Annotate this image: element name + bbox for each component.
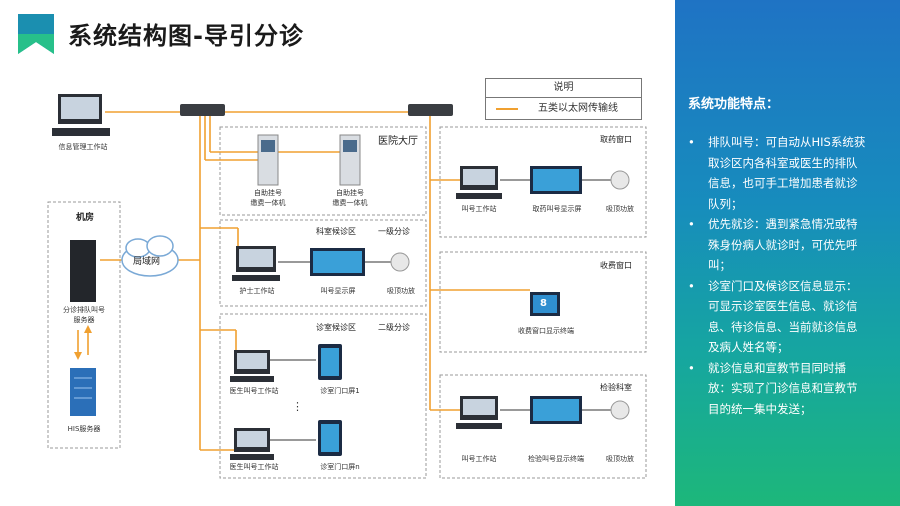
legend-line-swatch: [496, 108, 518, 110]
call-screen-icon: [310, 248, 365, 276]
machine-room-title: 机房: [76, 213, 95, 223]
lab-title: 检验科室: [600, 383, 632, 392]
feature-item-3: •诊室门口及候诊区信息显示：可显示诊室医生信息、就诊信息、待诊信息、当前就诊信息…: [688, 278, 858, 355]
dept-waiting-title: 科室候诊区: [316, 227, 356, 236]
lab-terminal-label: 检验叫号显示终端: [528, 455, 584, 463]
his-server-icon: [70, 368, 96, 416]
info-workstation-icon: [52, 94, 110, 136]
legend: 说明 五类以太网传输线: [485, 78, 642, 120]
doctor-workstation-icon-1: [230, 350, 274, 382]
info-workstation-label: 信息管理工作站: [58, 143, 108, 151]
ceiling-amp-label-3: 吸顶功放: [606, 455, 634, 463]
door-screen-label-n: 诊室门口屏n: [320, 463, 360, 471]
cashier-number: 8: [540, 298, 547, 309]
kiosk-label-2: 自助挂号 缴费一体机: [332, 189, 368, 207]
kiosk-icon-2: [339, 134, 361, 186]
ceiling-amp-label-1: 吸顶功放: [387, 287, 415, 295]
features-list: •排队叫号：可自动从HIS系统获取诊区内各科室或医生的排队信息，也可手工增加患者…: [686, 132, 866, 419]
lab-box: [439, 374, 647, 479]
ceiling-amp-icon-1: [390, 252, 410, 272]
queue-server-label: 分诊排队叫号 服务器: [63, 306, 105, 324]
door-screen-icon-1: [318, 344, 342, 380]
doctor-workstation-icon-2: [230, 428, 274, 460]
door-screen-icon-n: [318, 420, 342, 456]
logo-icon: [18, 14, 54, 54]
feature-item-1: •排队叫号：可自动从HIS系统获取诊区内各科室或医生的排队信息，也可手工增加患者…: [688, 135, 866, 211]
network-switch-left: [180, 104, 225, 116]
nurse-ws-label: 护士工作站: [239, 287, 275, 295]
pharmacy-title: 取药窗口: [600, 135, 632, 144]
level1-title: 一级分诊: [378, 227, 410, 236]
feature-item-4: •就诊信息和宣教节目同时播放：实现了门诊信息和宣教节目的统一集中发送；: [688, 360, 858, 416]
cashier-title: 收费窗口: [600, 261, 632, 270]
door-screen-label-1: 诊室门口屏1: [320, 387, 360, 395]
legend-item-label: 五类以太网传输线: [538, 103, 618, 114]
call-ws-label-2: 叫号工作站: [461, 455, 497, 463]
lab-terminal-icon: [530, 396, 582, 424]
cashier-terminal-icon: [530, 292, 560, 316]
legend-item: 五类以太网传输线: [486, 98, 641, 119]
lan-cloud-icon: [121, 235, 179, 277]
ceiling-amp-icon-3: [610, 400, 630, 420]
ethernet-lines: [77, 111, 530, 451]
call-ws-label-1: 叫号工作站: [461, 205, 497, 213]
ceiling-amp-icon-2: [610, 170, 630, 190]
hospital-hall-title: 医院大厅: [378, 136, 418, 147]
architecture-diagram: ⋮: [47, 94, 647, 479]
pharmacy-screen-icon: [530, 166, 582, 194]
level2-title: 二级分诊: [378, 323, 410, 332]
nurse-workstation-icon: [232, 246, 280, 281]
his-server-label: HIS服务器: [67, 425, 101, 433]
clinic-waiting-title: 诊室候诊区: [316, 323, 356, 332]
lan-label: 局域网: [133, 257, 161, 267]
page-title: 系统结构图-导引分诊: [68, 22, 304, 50]
kiosk-label-1: 自助挂号 缴费一体机: [250, 189, 286, 207]
legend-header: 说明: [486, 79, 641, 98]
hospital-hall-box: [219, 126, 427, 216]
call-workstation-icon-2: [456, 396, 502, 429]
call-workstation-icon-1: [456, 166, 502, 199]
call-screen-label: 叫号显示屏: [320, 287, 356, 295]
doctor-ws-label-2: 医生叫号工作站: [229, 463, 279, 471]
feature-item-2: •优先就诊：遇到紧急情况或特殊身份病人就诊时，可优先呼叫；: [688, 217, 858, 272]
ceiling-amp-label-2: 吸顶功放: [606, 205, 634, 213]
features-title: 系统功能特点：: [688, 97, 780, 112]
network-switch-right: [408, 104, 453, 116]
ellipsis-icon: ⋮: [292, 400, 303, 413]
kiosk-icon-1: [257, 134, 279, 186]
doctor-ws-label-1: 医生叫号工作站: [229, 387, 279, 395]
features-panel: [675, 0, 900, 506]
queue-server-icon: [70, 240, 96, 302]
cashier-terminal-label: 收费窗口显示终端: [518, 327, 574, 335]
pharmacy-screen-label: 取药叫号显示屏: [532, 205, 582, 213]
